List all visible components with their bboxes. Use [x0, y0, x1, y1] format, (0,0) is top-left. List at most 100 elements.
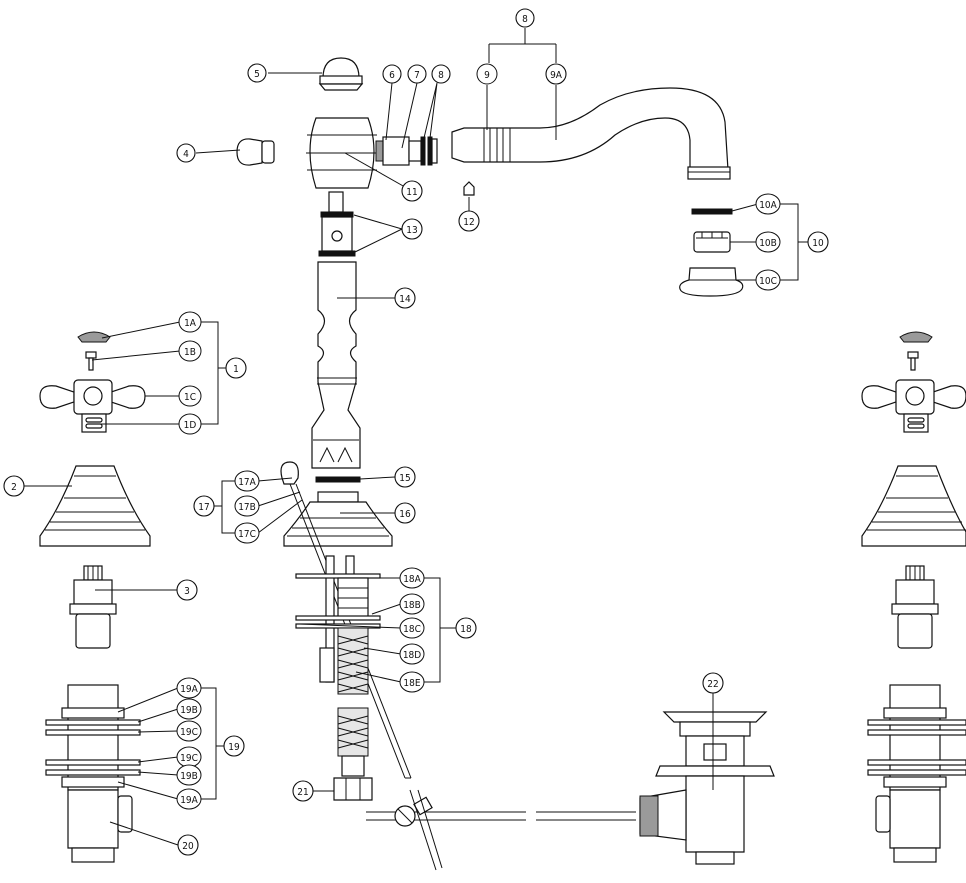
svg-text:19A: 19A [180, 684, 198, 695]
svg-text:1D: 1D [184, 420, 197, 431]
svg-text:2: 2 [11, 482, 17, 493]
callout-17C: 17C [234, 522, 260, 544]
svg-text:18D: 18D [403, 650, 421, 661]
part-5-cap [318, 57, 364, 91]
part-9-spout [451, 87, 731, 180]
svg-text:16: 16 [399, 509, 411, 520]
svg-text:17A: 17A [238, 477, 256, 488]
svg-text:19: 19 [228, 742, 240, 753]
callout-14: 14 [394, 287, 416, 309]
svg-text:15: 15 [399, 473, 410, 484]
callout-18B: 18B [399, 593, 425, 615]
callout-16: 16 [394, 502, 416, 524]
svg-text:17B: 17B [238, 502, 256, 513]
callout-19A-lower: 19A [176, 788, 202, 810]
callout-19B-lower: 19B [176, 764, 202, 786]
part-19-20-valve-left [45, 684, 141, 863]
callout-2: 2 [3, 475, 25, 497]
svg-text:7: 7 [414, 70, 420, 81]
svg-text:12: 12 [463, 217, 474, 228]
callout-10A: 10A [755, 193, 781, 215]
callout-6: 6 [382, 64, 402, 84]
part-1-handle-right [861, 331, 966, 433]
svg-text:21: 21 [297, 787, 308, 798]
svg-text:4: 4 [183, 149, 189, 160]
part-3-cartridge-right [891, 565, 939, 649]
part-21-hose [333, 707, 373, 801]
svg-text:1: 1 [233, 364, 239, 375]
part-11-body [306, 117, 378, 189]
callout-8: 8 [431, 64, 451, 84]
svg-text:10C: 10C [759, 276, 777, 287]
callout-20: 20 [177, 834, 199, 856]
svg-text:19A: 19A [180, 795, 198, 806]
svg-text:6: 6 [389, 70, 395, 81]
callout-4: 4 [176, 143, 196, 163]
svg-text:17: 17 [198, 502, 209, 513]
part-19-20-valve-right [867, 684, 966, 863]
svg-text:18A: 18A [403, 574, 421, 585]
callout-19: 19 [223, 735, 245, 757]
svg-text:19B: 19B [180, 705, 198, 716]
callout-22: 22 [702, 672, 724, 694]
svg-text:18B: 18B [403, 600, 421, 611]
svg-text:1C: 1C [184, 392, 196, 403]
part-16-escutcheon [283, 491, 393, 547]
callout-1: 1 [225, 357, 247, 379]
svg-text:18E: 18E [403, 678, 420, 689]
callout-1A: 1A [178, 311, 202, 333]
callout-11: 11 [401, 180, 423, 202]
svg-text:19B: 19B [180, 771, 198, 782]
svg-text:9: 9 [484, 70, 490, 81]
svg-text:8: 8 [438, 70, 444, 81]
callout-3: 3 [176, 579, 198, 601]
part-2-escutcheon-left [39, 465, 151, 547]
callout-1B: 1B [178, 340, 202, 362]
svg-text:1A: 1A [184, 318, 197, 329]
svg-text:18: 18 [460, 624, 472, 635]
svg-text:13: 13 [406, 225, 417, 236]
svg-text:18C: 18C [403, 624, 421, 635]
svg-text:19C: 19C [180, 753, 198, 764]
callout-9B: 9A [545, 63, 567, 85]
svg-text:9A: 9A [550, 70, 563, 81]
callout-10B: 10B [755, 231, 781, 253]
callout-5: 5 [247, 63, 267, 83]
callout-17A: 17A [234, 470, 260, 492]
svg-text:20: 20 [182, 841, 194, 852]
callout-13: 13 [401, 218, 423, 240]
callout-labels: 8 9 9A 5 6 7 8 4 11 12 13 14 10A 10B 10C… [3, 8, 829, 856]
callout-7: 7 [407, 64, 427, 84]
svg-text:10B: 10B [759, 238, 777, 249]
svg-text:5: 5 [254, 69, 260, 80]
part-popup-linkage [366, 789, 636, 871]
callout-19A: 19A [176, 677, 202, 699]
callout-9: 8 [515, 8, 535, 28]
callout-17: 17 [193, 495, 215, 517]
callout-18: 18 [455, 617, 477, 639]
svg-text:10: 10 [812, 238, 824, 249]
part-13-14-shaft [311, 191, 361, 469]
callout-18C: 18C [399, 617, 425, 639]
callout-18A: 18A [399, 567, 425, 589]
part-10-aerator [679, 208, 744, 297]
svg-text:17C: 17C [238, 529, 256, 540]
part-12-screw [463, 181, 475, 196]
svg-text:8: 8 [522, 14, 528, 25]
svg-text:14: 14 [399, 294, 411, 305]
part-1-handle-left [39, 331, 146, 433]
part-15-oring [315, 476, 361, 483]
svg-text:3: 3 [184, 586, 190, 597]
callout-18D: 18D [399, 643, 425, 665]
svg-text:1B: 1B [184, 347, 196, 358]
callout-9A: 9 [476, 63, 498, 85]
svg-text:11: 11 [406, 187, 417, 198]
callout-10C: 10C [755, 269, 781, 291]
part-2-escutcheon-right [861, 465, 966, 547]
svg-text:22: 22 [707, 679, 718, 690]
callout-19C-lower: 19C [176, 746, 202, 768]
part-drawings [39, 57, 966, 871]
callout-21: 21 [292, 780, 314, 802]
part-3-cartridge-left [69, 565, 117, 649]
part-22-waste [639, 711, 775, 865]
